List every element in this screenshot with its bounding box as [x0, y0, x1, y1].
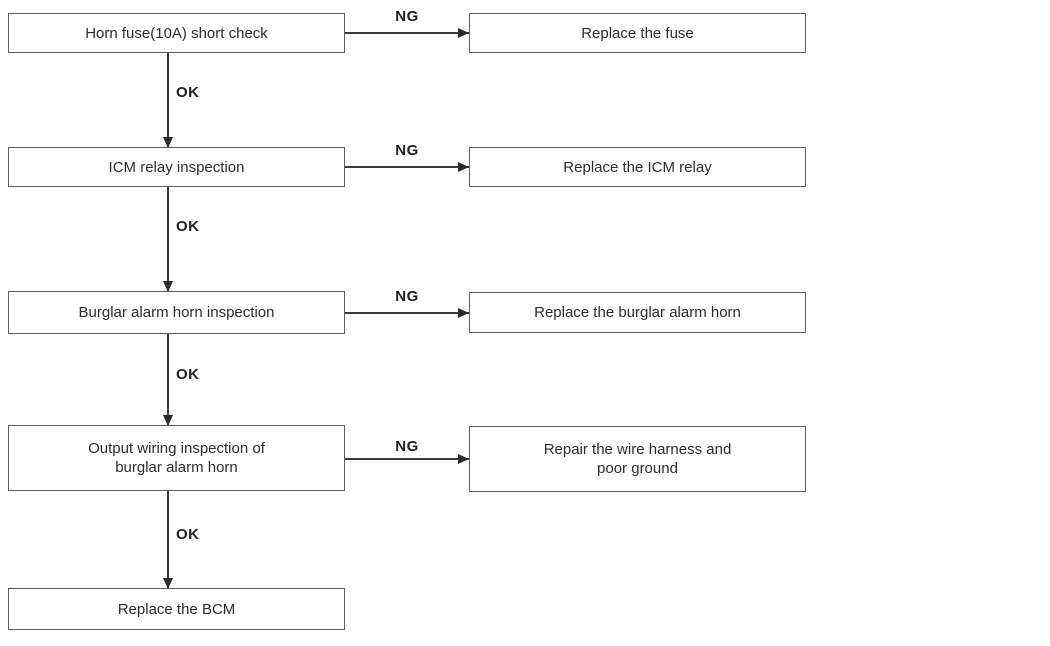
ng-arrow-3 [345, 308, 469, 317]
ng-label-1: NG [395, 8, 419, 25]
ng-arrow-4 [345, 454, 469, 463]
step-4-check-box: Output wiring inspection of burglar alar… [8, 425, 345, 491]
ok-arrow-2 [163, 187, 172, 292]
step-1-check-box: Horn fuse(10A) short check [8, 13, 345, 53]
step-3-ng-action-box: Replace the burglar alarm horn [469, 292, 806, 333]
ok-arrow-1 [163, 53, 172, 148]
ng-arrow-2 [345, 162, 469, 171]
ok-label-2: OK [176, 218, 200, 235]
ok-arrow-3 [163, 334, 172, 426]
final-action-box: Replace the BCM [8, 588, 345, 630]
step-2-check-box: ICM relay inspection [8, 147, 345, 187]
ok-arrow-4 [163, 491, 172, 589]
step-1-ng-action-box: Replace the fuse [469, 13, 806, 53]
ok-label-4: OK [176, 526, 200, 543]
ok-label-3: OK [176, 366, 200, 383]
ng-arrow-1 [345, 28, 469, 37]
ok-label-1: OK [176, 84, 200, 101]
ng-label-3: NG [395, 288, 419, 305]
ng-label-4: NG [395, 438, 419, 455]
step-3-check-box: Burglar alarm horn inspection [8, 291, 345, 334]
step-2-ng-action-box: Replace the ICM relay [469, 147, 806, 187]
step-4-ng-action-box: Repair the wire harness and poor ground [469, 426, 806, 492]
ng-label-2: NG [395, 142, 419, 159]
